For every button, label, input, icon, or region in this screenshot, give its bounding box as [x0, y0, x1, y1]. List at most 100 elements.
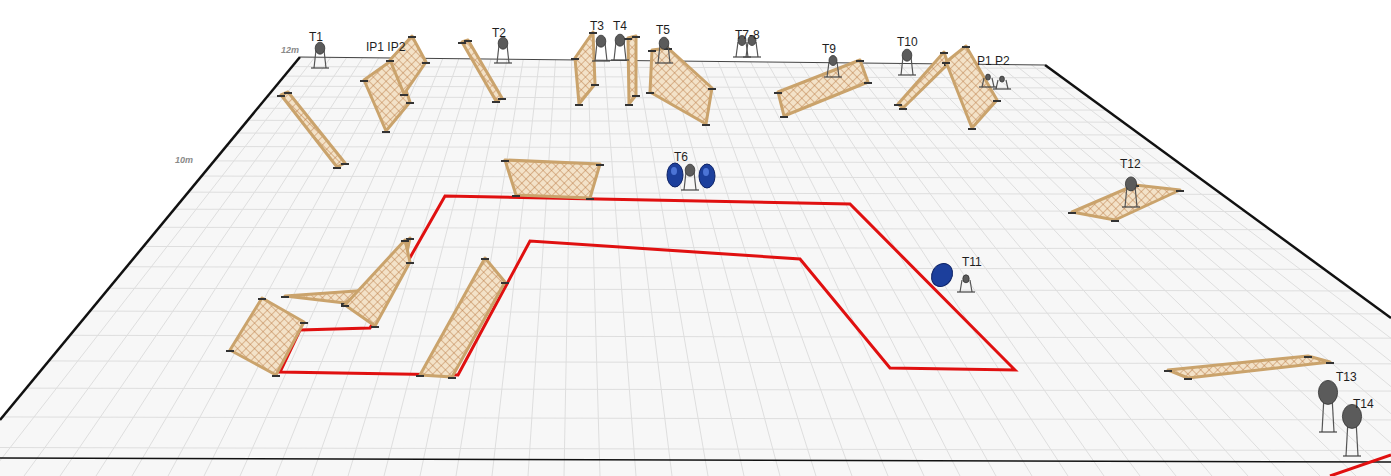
fence-foot [448, 377, 456, 379]
barrel-highlight [671, 167, 677, 175]
target-stand [982, 78, 984, 87]
target [315, 42, 325, 54]
target-stand [1006, 80, 1008, 89]
fence-foot [464, 40, 472, 42]
grid-line [578, 0, 1391, 476]
fence-foot [1164, 370, 1172, 372]
target [596, 35, 606, 47]
grid-line [0, 57, 1391, 60]
grid-line [0, 0, 578, 476]
grid-line [578, 0, 1391, 476]
fence-foot [596, 164, 604, 166]
grid-line [0, 0, 578, 476]
grid-line [578, 0, 1391, 476]
target-stand [1122, 206, 1140, 207]
grid-line [0, 0, 578, 476]
grid-line [0, 0, 578, 476]
fence-foot [632, 36, 640, 38]
grid-line [578, 0, 1391, 476]
target-stand [993, 88, 1011, 89]
target-stand [314, 50, 316, 68]
grid-line [0, 227, 1391, 230]
grid-line [0, 361, 1391, 364]
target-stand [494, 62, 512, 63]
fence-panel [505, 160, 600, 198]
fence-panel [230, 298, 304, 375]
target-stand [901, 57, 903, 75]
grid-line [578, 0, 1320, 476]
grid-line [0, 176, 1391, 179]
grid-line [578, 0, 1391, 476]
barrel [927, 260, 956, 291]
fence-panel [650, 48, 712, 124]
target [615, 34, 625, 46]
grid-line [204, 0, 578, 476]
grid-line [0, 266, 1391, 269]
target-stand [970, 280, 972, 292]
target-label: IP1 IP2 [366, 41, 405, 53]
fence-foot [408, 36, 416, 38]
barrel [699, 164, 715, 188]
grid-line [578, 0, 1391, 476]
fence-foot [258, 298, 266, 300]
grid-line [578, 0, 1391, 476]
grid-line [578, 0, 1391, 476]
grid-line [578, 0, 1391, 476]
fence-foot [1184, 378, 1192, 380]
grid-line [0, 0, 578, 476]
fence-foot [856, 60, 864, 62]
fence-foot [648, 50, 656, 52]
grid-line [578, 0, 1391, 476]
grid-line [456, 0, 578, 476]
target [1000, 76, 1005, 82]
target-stand [507, 45, 509, 63]
grid-line [578, 0, 1391, 476]
fence-foot [962, 46, 970, 48]
grid-line [578, 0, 1391, 476]
target-stand [1135, 186, 1137, 207]
fence-foot [1326, 362, 1334, 364]
fence-foot [281, 296, 289, 298]
target-stand [1125, 186, 1127, 207]
grid-line [578, 0, 780, 476]
grid-line [0, 209, 1391, 212]
target-stand [655, 62, 673, 63]
grid-line [0, 311, 1391, 314]
target-stand [746, 42, 748, 57]
grid-line [0, 0, 578, 476]
grid-line [578, 0, 1391, 476]
fence-foot [333, 167, 341, 169]
grid-line [240, 0, 578, 476]
shooting-area-boundary [280, 196, 1391, 476]
fence-foot [575, 104, 583, 106]
fence-foot [492, 101, 500, 103]
grid-line [578, 0, 1391, 476]
target-stand [957, 291, 975, 292]
grid-line [578, 0, 1284, 476]
barrel-highlight [703, 168, 709, 176]
grid-line [60, 0, 578, 476]
grid-line [578, 0, 1212, 476]
grid-line [276, 0, 578, 476]
fence-foot [1111, 220, 1119, 222]
target-stand [611, 59, 629, 60]
grid-line [578, 0, 1391, 476]
grid-line [578, 0, 1391, 476]
fence-panel [462, 40, 502, 101]
grid-line [578, 0, 960, 476]
grid-line [348, 0, 578, 476]
grid-line [0, 0, 578, 476]
dimension-label: 12m [281, 46, 299, 55]
target [498, 37, 508, 49]
target-stand [746, 42, 748, 57]
grid-line [0, 246, 1391, 249]
grid-line [0, 448, 1391, 451]
target-stand [605, 43, 607, 61]
grid-line [578, 0, 1391, 476]
dimension-label: 10m [175, 156, 193, 165]
grid-line [578, 0, 1391, 476]
target-label: T2 [492, 27, 506, 39]
fence-foot [277, 95, 285, 97]
grid-line [0, 133, 1391, 136]
fence-foot [300, 322, 308, 324]
